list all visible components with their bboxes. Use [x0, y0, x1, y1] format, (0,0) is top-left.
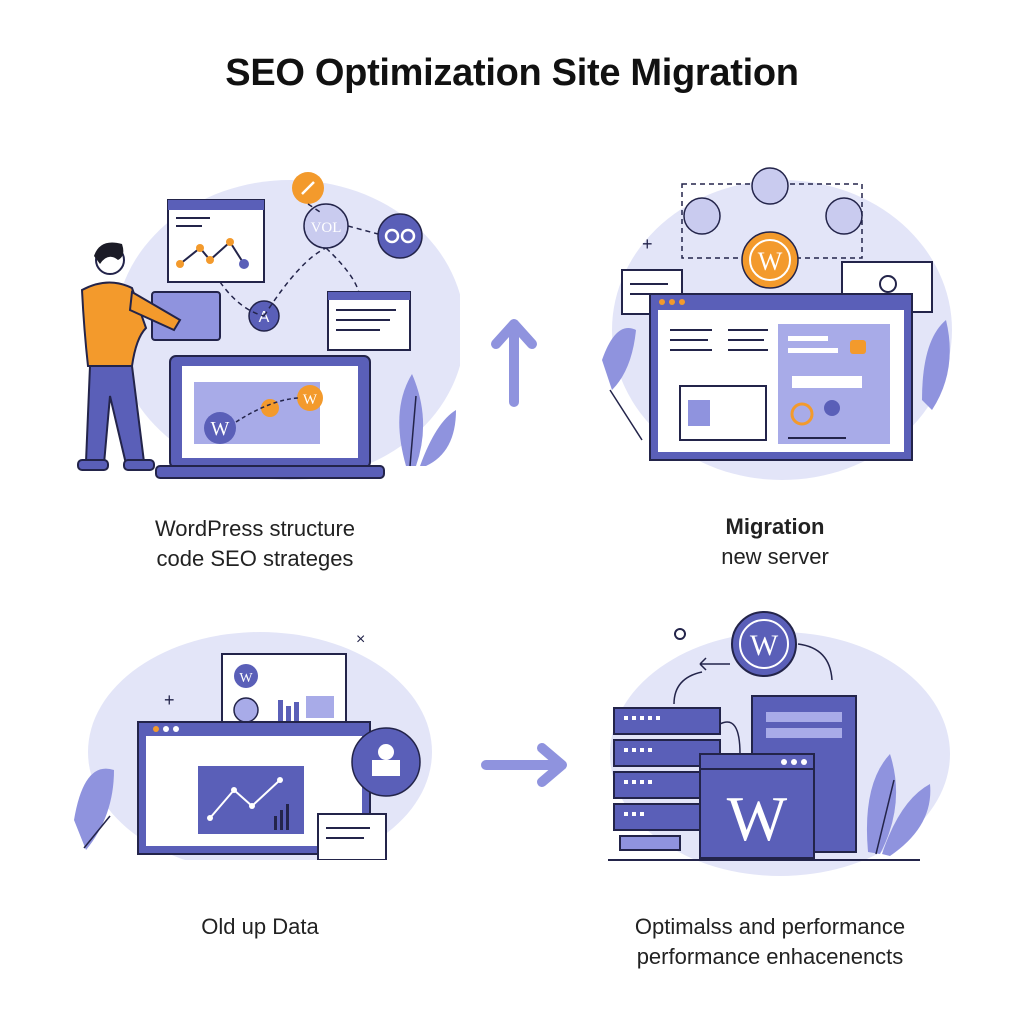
link-icon	[377, 213, 423, 259]
caption-line-2: new server	[721, 544, 829, 569]
old-data-illustration: × + W	[74, 631, 432, 860]
caption-line-1: WordPress structure	[154, 516, 356, 541]
server-rack-icon	[613, 707, 721, 851]
svg-text:×: ×	[356, 631, 365, 648]
person-illustration	[77, 242, 182, 471]
svg-text:W: W	[211, 418, 230, 440]
svg-text:W: W	[303, 392, 318, 408]
caption-line-1: Migration	[725, 514, 825, 539]
caption-wordpress-structure: WordPress structure code SEO strateges	[90, 514, 420, 574]
chart-window-icon	[167, 199, 265, 283]
panel-wordpress-structure: VOL A W W	[60, 160, 460, 490]
node-badge-icon	[683, 197, 721, 235]
laptop-icon: W W	[155, 355, 385, 479]
caption-performance: Optimalss and performance performance en…	[600, 912, 940, 972]
dashboard-card-icon: W	[221, 653, 347, 733]
svg-text:+: +	[642, 234, 653, 254]
vol-badge-text: VOL	[311, 220, 342, 236]
arrow-right-icon	[481, 743, 567, 787]
page-title: SEO Optimization Site Migration	[225, 52, 799, 94]
performance-illustration: W W	[608, 611, 950, 876]
migration-illustration: + W	[602, 167, 952, 480]
wordpress-logo-icon	[731, 611, 797, 677]
caption-line-1: Optimalss and performance	[634, 914, 906, 939]
panel-migration: + W	[592, 160, 962, 480]
caption-migration: Migration new server	[640, 512, 910, 572]
link-badge-icon	[751, 167, 789, 205]
gear-badge-icon	[825, 197, 863, 235]
browser-window-icon	[649, 293, 913, 461]
caption-old-data: Old up Data	[120, 912, 400, 942]
wordpress-structure-illustration: VOL A W W	[77, 172, 460, 480]
letter-badge-text: A	[259, 309, 270, 326]
svg-text:+: +	[164, 690, 175, 710]
caption-line-2: code SEO strateges	[156, 546, 354, 571]
analytics-window-icon	[137, 721, 371, 855]
svg-text:W: W	[758, 247, 783, 276]
svg-text:W: W	[750, 629, 779, 662]
svg-text:W: W	[727, 783, 788, 854]
panel-performance: W W	[600, 604, 960, 876]
caption-line-1: Old up Data	[201, 914, 319, 939]
wordpress-window-icon: W	[699, 753, 815, 859]
caption-line-2: performance enhacenencts	[636, 944, 904, 969]
panel-old-data: × + W	[70, 620, 440, 860]
text-window-icon	[327, 291, 411, 351]
arrow-up-icon	[491, 319, 537, 407]
svg-text:W: W	[239, 671, 253, 686]
